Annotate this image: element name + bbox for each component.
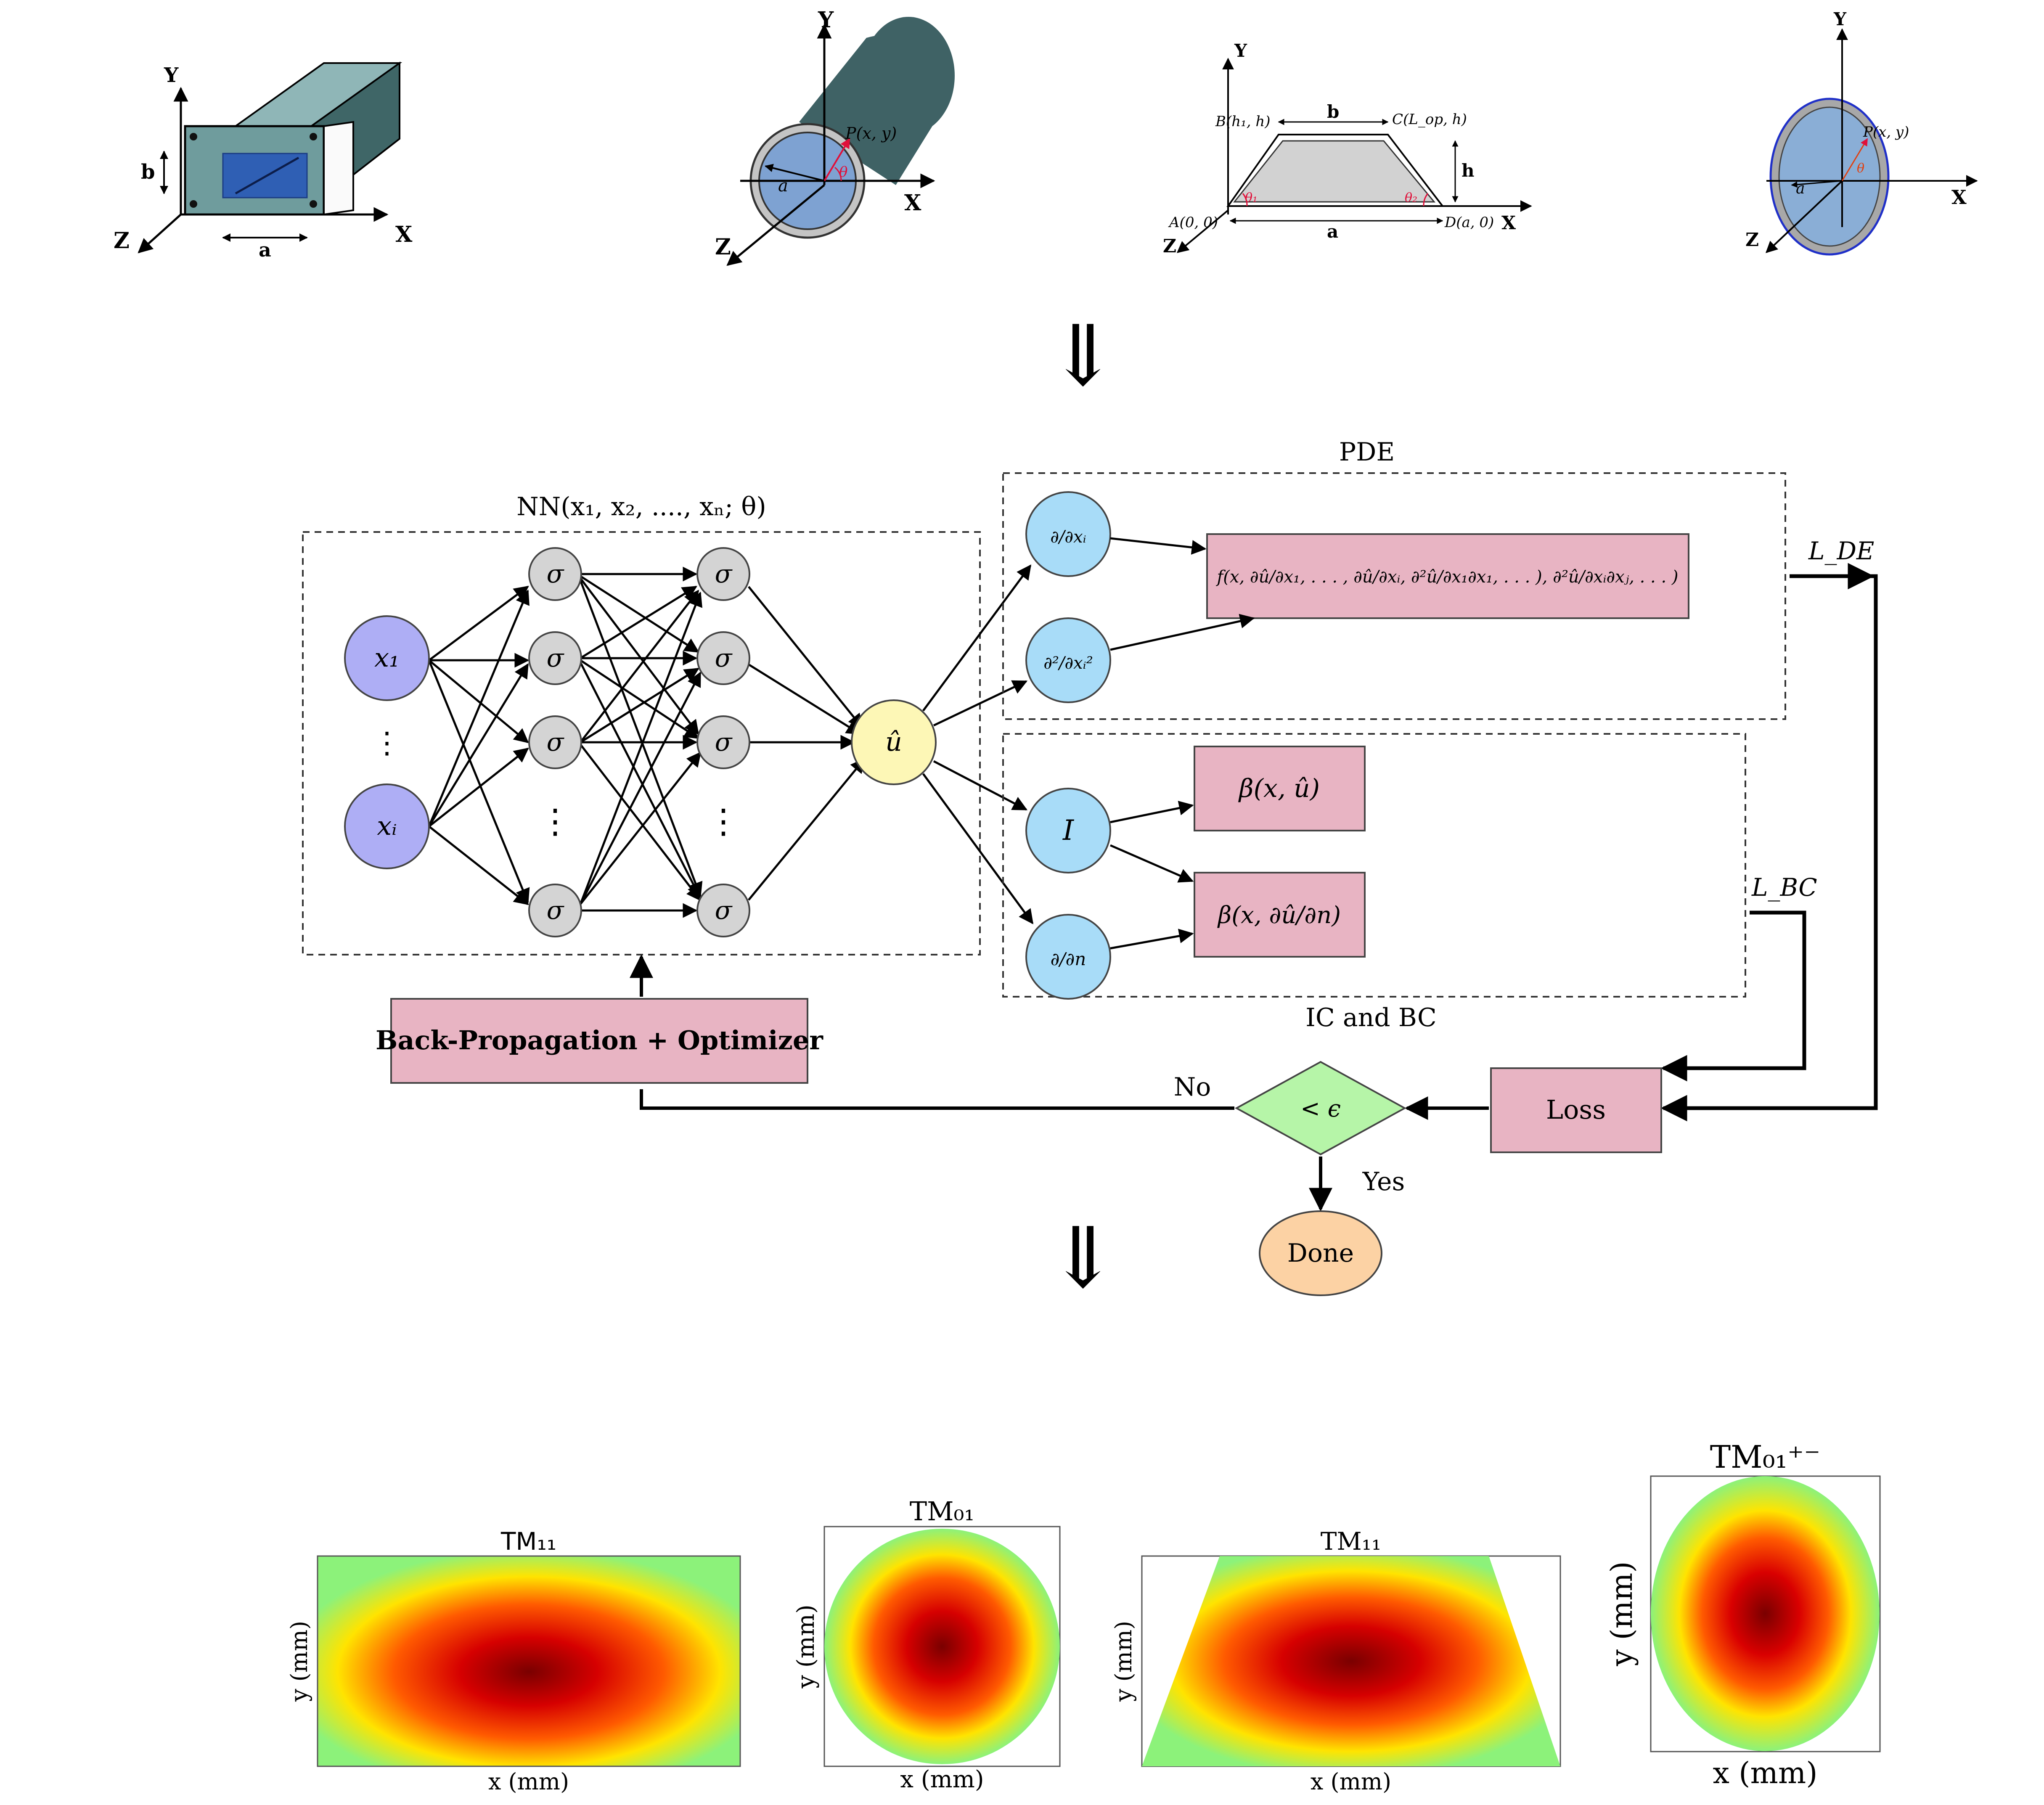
loss-box xyxy=(1490,1067,1662,1153)
axis-z-label: Z xyxy=(114,228,130,254)
axis-y-label: Y xyxy=(1234,40,1247,61)
panel-xlabel: x (mm) xyxy=(900,1766,984,1793)
result-panel-circular: TM₀₁ x (mm) y (mm) xyxy=(792,1496,1061,1793)
axis-y-label: Y xyxy=(818,7,834,33)
input-node-x1: x₁ xyxy=(374,642,400,673)
corner-b-label: B(h₁, h) xyxy=(1215,113,1271,130)
hidden-node-label: σ xyxy=(547,559,565,589)
axis-x-label: X xyxy=(1501,212,1516,234)
panel-xlabel: x (mm) xyxy=(1713,1756,1817,1790)
point-p-label: P(x, y) xyxy=(1863,124,1909,140)
hidden-layer-1: σ σ σ ⋮ σ xyxy=(528,547,582,937)
hidden-node-label: σ xyxy=(715,559,733,589)
axis-y-label: Y xyxy=(1833,9,1847,29)
axis-x-label: X xyxy=(1951,186,1967,209)
corner-a-label: A(0, 0) xyxy=(1168,214,1218,231)
radius-a-label: a xyxy=(1796,180,1805,197)
panel-ylabel: y (mm) xyxy=(1604,1561,1639,1666)
hidden-node-label: σ xyxy=(547,728,565,757)
axis-x-label: X xyxy=(904,190,921,216)
panel-title: TM₀₁ xyxy=(910,1496,975,1527)
input-ellipsis: ⋮ xyxy=(372,725,402,760)
done-label: Done xyxy=(1287,1239,1354,1268)
axis-z-label: Z xyxy=(1163,236,1176,257)
pde-block: PDE ∂/∂xᵢ ∂²/∂xᵢ² f(x, ∂û/∂x₁, . . . , ∂… xyxy=(1002,437,1874,720)
panel-ylabel: y (mm) xyxy=(286,1621,312,1702)
input-node-xi: xᵢ xyxy=(377,810,397,841)
down-flow-arrow-1: ⇓ xyxy=(1048,307,1118,405)
hidden-ellipsis: ⋮ xyxy=(707,802,740,841)
bc-block: IC and BC I ∂/∂n β(x, û) β(x, ∂û/∂n) L_B… xyxy=(1002,733,1817,1032)
panel-title: TM₁₁ xyxy=(500,1527,556,1556)
result-panel-trapezoidal: TM₁₁ x (mm) y (mm) xyxy=(1110,1527,1561,1795)
panel-xlabel: x (mm) xyxy=(488,1768,569,1795)
top-b-label: b xyxy=(1327,101,1339,122)
decision-label: < ϵ xyxy=(1300,1095,1341,1122)
backprop-box xyxy=(390,998,808,1084)
done-node xyxy=(1259,1210,1382,1296)
angle-theta1-label: θ₁ xyxy=(1245,191,1258,205)
hidden-node-label: σ xyxy=(715,896,733,925)
down-flow-arrow-2: ⇓ xyxy=(1048,1209,1118,1307)
loss-routing xyxy=(1660,563,1878,1122)
hidden-node-label: σ xyxy=(715,728,733,757)
trapezoidal-waveguide-figure: Y X Z b a h A(0, 0) B(h₁, h) C(L_op, h) … xyxy=(1163,40,1532,257)
pde-equation: f(x, ∂û/∂x₁, . . . , ∂û/∂xᵢ, ∂²û/∂x₁∂x₁,… xyxy=(1215,567,1678,587)
hidden-node-label: σ xyxy=(715,643,733,673)
deriv-node-first: ∂/∂xᵢ xyxy=(1050,527,1086,547)
loss-label: Loss xyxy=(1546,1094,1606,1125)
axis-z-label: Z xyxy=(715,234,731,260)
pde-title: PDE xyxy=(1339,437,1395,467)
corner-d-label: D(a, 0) xyxy=(1444,214,1494,231)
output-node-u-hat: û xyxy=(885,726,902,757)
corner-c-label: C(L_op, h) xyxy=(1392,111,1467,128)
no-label: No xyxy=(1174,1072,1211,1102)
identity-node: I xyxy=(1062,814,1075,847)
normal-deriv-node: ∂/∂n xyxy=(1051,949,1086,969)
axis-x-label: X xyxy=(395,222,413,247)
loss-de-label: L_DE xyxy=(1808,537,1874,565)
axis-y-label: Y xyxy=(164,64,179,87)
panel-title: TM₁₁ xyxy=(1321,1527,1382,1556)
point-p-label: P(x, y) xyxy=(845,124,897,143)
deriv-node-second: ∂²/∂xᵢ² xyxy=(1043,654,1093,673)
theta-label: θ xyxy=(1857,161,1864,176)
network-title: NN(x₁, x₂, ...., xₙ; θ) xyxy=(516,492,766,521)
panel-ylabel: y (mm) xyxy=(792,1604,820,1689)
elliptical-waveguide-figure: Y X Z a P(x, y) θ xyxy=(1745,9,1978,256)
bc-beta-u: β(x, û) xyxy=(1238,774,1320,803)
output-connections xyxy=(922,564,1034,924)
neural-network-block: NN(x₁, x₂, ...., xₙ; θ) xyxy=(302,492,981,955)
circular-waveguide-figure: Y X Z a P(x, y) θ xyxy=(715,7,955,266)
radius-a-label: a xyxy=(778,176,788,196)
width-a-label: a xyxy=(259,238,271,261)
hidden-layer-2: σ σ σ ⋮ σ xyxy=(696,547,750,937)
hidden-node-label: σ xyxy=(547,896,565,925)
no-path xyxy=(640,1089,1234,1110)
panel-title: TM₀₁⁺⁻ xyxy=(1710,1439,1821,1475)
yes-label: Yes xyxy=(1362,1167,1405,1196)
height-h-label: h xyxy=(1462,160,1475,181)
rectangular-waveguide-figure: Y X Z b a xyxy=(114,61,413,261)
hidden-ellipsis: ⋮ xyxy=(538,802,572,841)
loss-bc-label: L_BC xyxy=(1751,873,1817,902)
backprop-label: Back-Propagation + Optimizer xyxy=(376,1025,823,1056)
panel-ylabel: y (mm) xyxy=(1110,1621,1137,1702)
angle-theta2-label: θ₂ xyxy=(1405,191,1417,205)
panel-xlabel: x (mm) xyxy=(1311,1768,1391,1795)
bottom-a-label: a xyxy=(1327,221,1338,242)
decision-diamond xyxy=(1234,1061,1407,1156)
bc-beta-du-dn: β(x, ∂û/∂n) xyxy=(1217,902,1341,929)
result-panel-elliptical: TM₀₁⁺⁻ x (mm) y (mm) xyxy=(1604,1439,1881,1790)
theta-label: θ xyxy=(839,164,847,180)
hidden-node-label: σ xyxy=(547,643,565,673)
bc-title: IC and BC xyxy=(1305,1003,1437,1032)
result-panel-rectangular: TM₁₁ x (mm) y (mm) xyxy=(286,1527,741,1795)
height-b-label: b xyxy=(141,160,155,184)
axis-z-label: Z xyxy=(1745,229,1759,251)
